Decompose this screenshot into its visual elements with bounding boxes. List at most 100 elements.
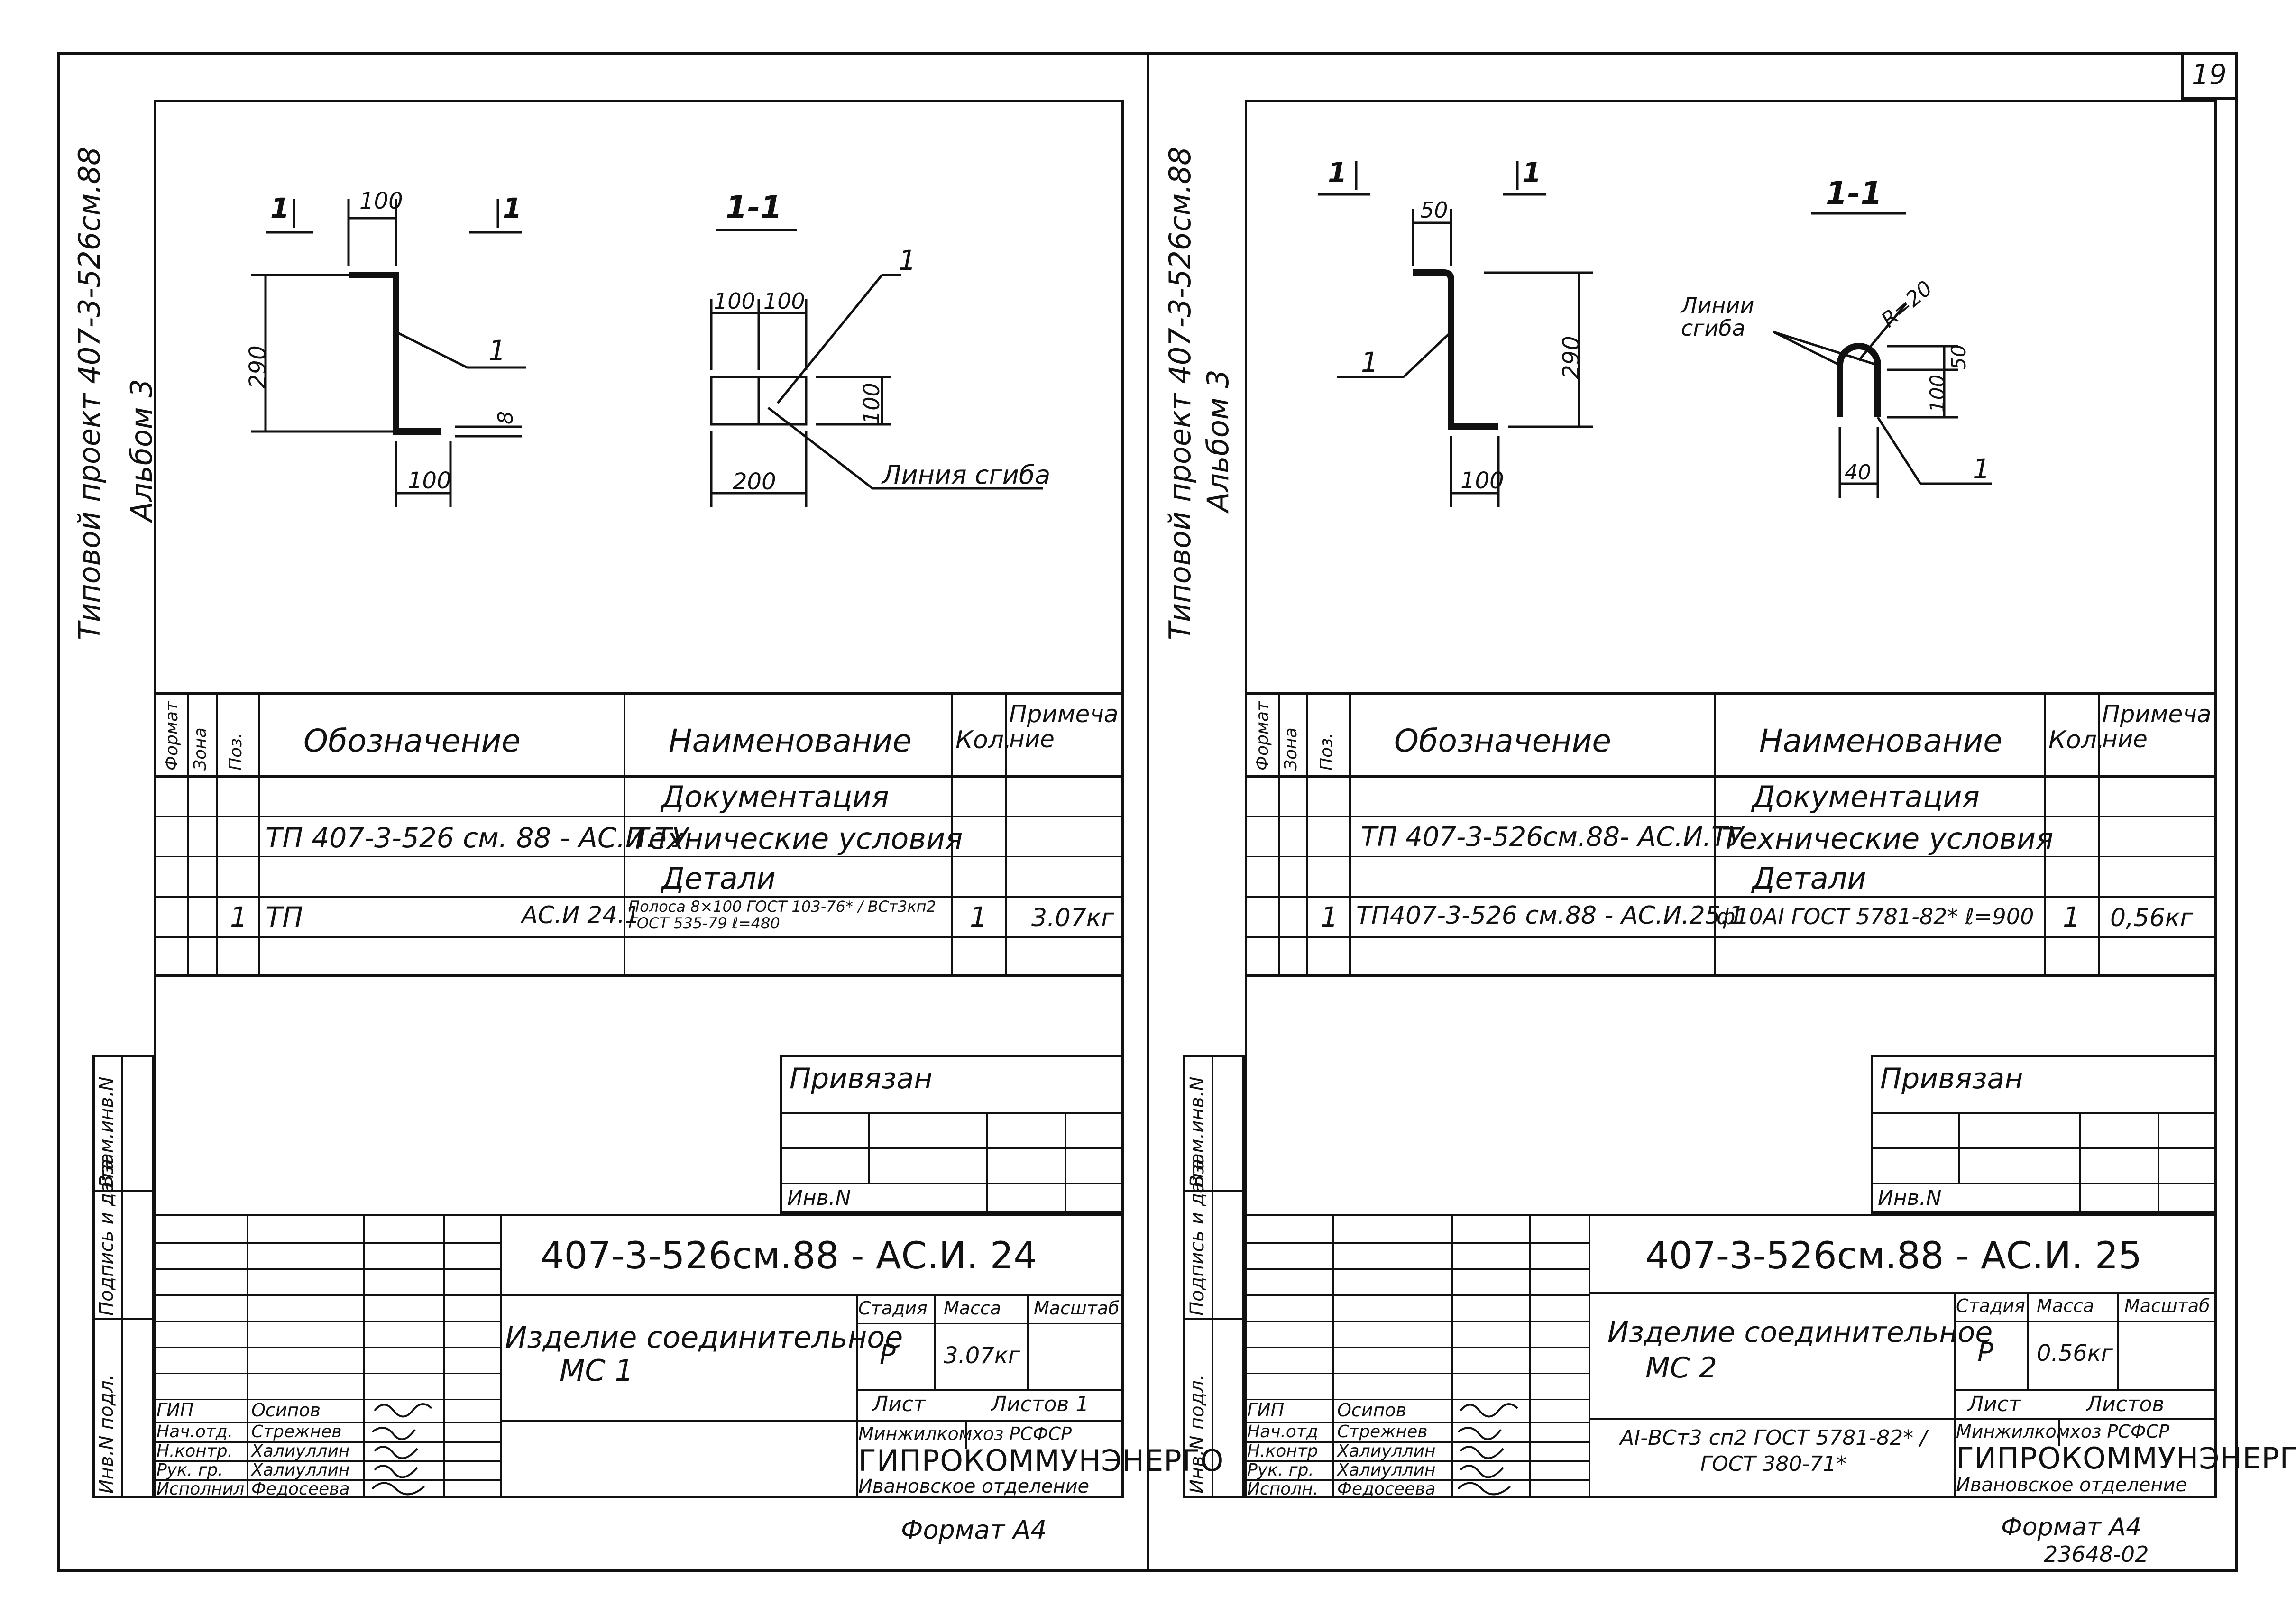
staff-role-2: Н.контр. [156, 1441, 233, 1461]
dim-100-top: 100 [359, 188, 403, 214]
scale-label: Масштаб [1034, 1298, 1120, 1319]
mass-value: 0.56кг [2037, 1340, 2113, 1367]
bend-line-label: Линии сгиба [1681, 293, 1754, 341]
leader-1a: 1 [1361, 346, 1378, 378]
cut-mark-left: 1 [1328, 156, 1347, 189]
title2: МС 1 [560, 1353, 634, 1388]
side-stamp [1183, 1055, 1245, 1498]
format-label: Формат А4 [901, 1515, 1047, 1545]
sheet-label: Лист [872, 1392, 926, 1416]
staff-role-3: Рук. гр. [1247, 1460, 1314, 1480]
row-1-qty: 1 [2063, 901, 2080, 933]
dim-40: 40 [1845, 460, 1871, 485]
leader-1b: 1 [1973, 453, 1990, 485]
footer-code: 23648-02 [2044, 1541, 2149, 1567]
sheet-2: Типовой проект 407-3-526см.88 Альбом 3 [1091, 0, 2296, 1624]
staff-role-0: ГИП [156, 1400, 194, 1421]
dim-50: 50 [1420, 197, 1448, 223]
row-doc: Документация [1752, 780, 1980, 814]
staff-role-2: Н.контр [1247, 1441, 1318, 1461]
signatures [371, 1403, 432, 1496]
staff-name-0: Осипов [251, 1400, 321, 1421]
leader-1b: 1 [899, 244, 916, 276]
staff-role-3: Рук. гр. [156, 1460, 223, 1480]
sheets-label: Листов 1 [991, 1392, 1089, 1416]
org-line2: ГИПРОКОММУНЭНЕРГО [1956, 1441, 2296, 1476]
row-tu-name: Технические условия [631, 821, 963, 856]
row-1-pos: 1 [230, 901, 248, 933]
spec-bottom [154, 974, 1124, 977]
cut-mark-right: 1 [503, 192, 522, 224]
bar-profile [1413, 269, 1498, 430]
row-tu-designation: ТП 407-3-526см.88- АС.И.ТУ [1361, 822, 1744, 853]
scale-label: Масштаб [2124, 1295, 2210, 1316]
staff-name-3: Халиуллин [251, 1460, 350, 1480]
doc-code: 407-3-526см.88 - АС.И. 25 [1645, 1235, 2142, 1277]
org-line2: ГИПРОКОММУНЭНЕРГО [858, 1443, 1224, 1478]
sheet-label: Лист [1968, 1392, 2021, 1416]
spec-top [154, 692, 1124, 695]
staff-role-1: Нач.отд [1247, 1422, 1318, 1441]
col-qty: Кол. [2048, 726, 2105, 754]
stage-label: Стадия [1956, 1295, 2025, 1316]
org-line1: Минжилкомхоз РСФСР [858, 1423, 1072, 1444]
privyazan-label: Привязан [790, 1062, 933, 1095]
staff-name-2: Халиуллин [251, 1441, 350, 1461]
title: Изделие соединительное [1607, 1316, 1993, 1349]
staff-role-1: Нач.отд. [156, 1422, 233, 1441]
dim-200: 200 [733, 468, 776, 495]
material: АI-ВСт3 сп2 ГОСТ 5781-82* / ГОСТ 380-71* [1620, 1426, 1927, 1476]
row-tu-designation: ТП 407-3-526 см. 88 - АС.И.ТУ [266, 822, 689, 854]
col-name: Наименование [1759, 723, 2002, 759]
inv-n-label: Инв.N [787, 1186, 851, 1210]
drawing-area [1318, 161, 1992, 507]
privyazan-label: Привязан [1880, 1062, 2023, 1095]
staff-name-3: Халиуллин [1337, 1460, 1436, 1480]
staff-name-1: Стрежнев [251, 1422, 342, 1441]
org-line3: Ивановское отделение [858, 1476, 1090, 1497]
row-1-note: 3.07кг [1031, 904, 1114, 932]
sheets-label: Листов [2086, 1392, 2165, 1416]
spec-head-bottom [154, 775, 1124, 778]
drawing-frame [154, 100, 1124, 1498]
row-1-name: Полоса 8×100 ГОСТ 103-76* / ВСт3кп2 ГОСТ… [628, 898, 936, 933]
row-doc: Документация [661, 780, 889, 814]
row-tu-name: Технические условия [1721, 821, 2054, 856]
dim-100-bottom: 100 [408, 468, 451, 494]
side-stamp [92, 1055, 154, 1498]
staff-name-4: Федосеева [1337, 1479, 1436, 1499]
col-designation: Обозначение [303, 723, 521, 759]
org-line1: Минжилкомхоз РСФСР [1956, 1421, 2170, 1442]
stage-value: Р [880, 1340, 896, 1370]
mass-label: Масса [2037, 1295, 2094, 1316]
row-1-note: 0,56кг [2110, 904, 2193, 932]
cut-mark-left: 1 [270, 192, 290, 224]
dim-100-d: 100 [763, 288, 805, 314]
inv-n-label: Инв.N [1878, 1186, 1942, 1210]
row-1-designation: ТП407-3-526 см.88 - АС.И.25.1 [1356, 901, 1745, 930]
title: Изделие соединительное [505, 1320, 903, 1355]
privyazan-block [780, 1055, 1124, 1214]
leader-1a: 1 [488, 334, 506, 367]
row-1-designation2: АС.И 24.1 [522, 901, 640, 929]
sheet-1: Типовой проект 407-3-526см.88 Альбом 3 [72, 100, 1223, 1545]
staff-name-4: Федосеева [251, 1479, 350, 1499]
org-line3: Ивановское отделение [1956, 1474, 2187, 1496]
drawing-area [251, 199, 1043, 507]
row-1-name: ф10AI ГОСТ 5781-82* ℓ=900 [1717, 904, 2034, 929]
staff-name-2: Халиуллин [1337, 1441, 1436, 1461]
bend-line-label: Линия сгиба [882, 460, 1051, 490]
section-label: 1-1 [1826, 175, 1883, 211]
stage-value: Р [1977, 1337, 1993, 1368]
staff-role-4: Исполнил [156, 1479, 245, 1499]
staff-name-1: Стрежнев [1337, 1422, 1428, 1441]
sheet-divider [1147, 52, 1149, 1572]
section-label: 1-1 [726, 189, 782, 226]
signatures [1457, 1403, 1518, 1496]
plate-profile [349, 272, 441, 435]
mass-label: Масса [944, 1298, 1001, 1319]
row-1-designation: ТП [266, 901, 303, 933]
dim-100: 100 [1460, 468, 1504, 494]
col-designation: Обозначение [1394, 723, 1611, 759]
hook-section [1837, 343, 1881, 417]
